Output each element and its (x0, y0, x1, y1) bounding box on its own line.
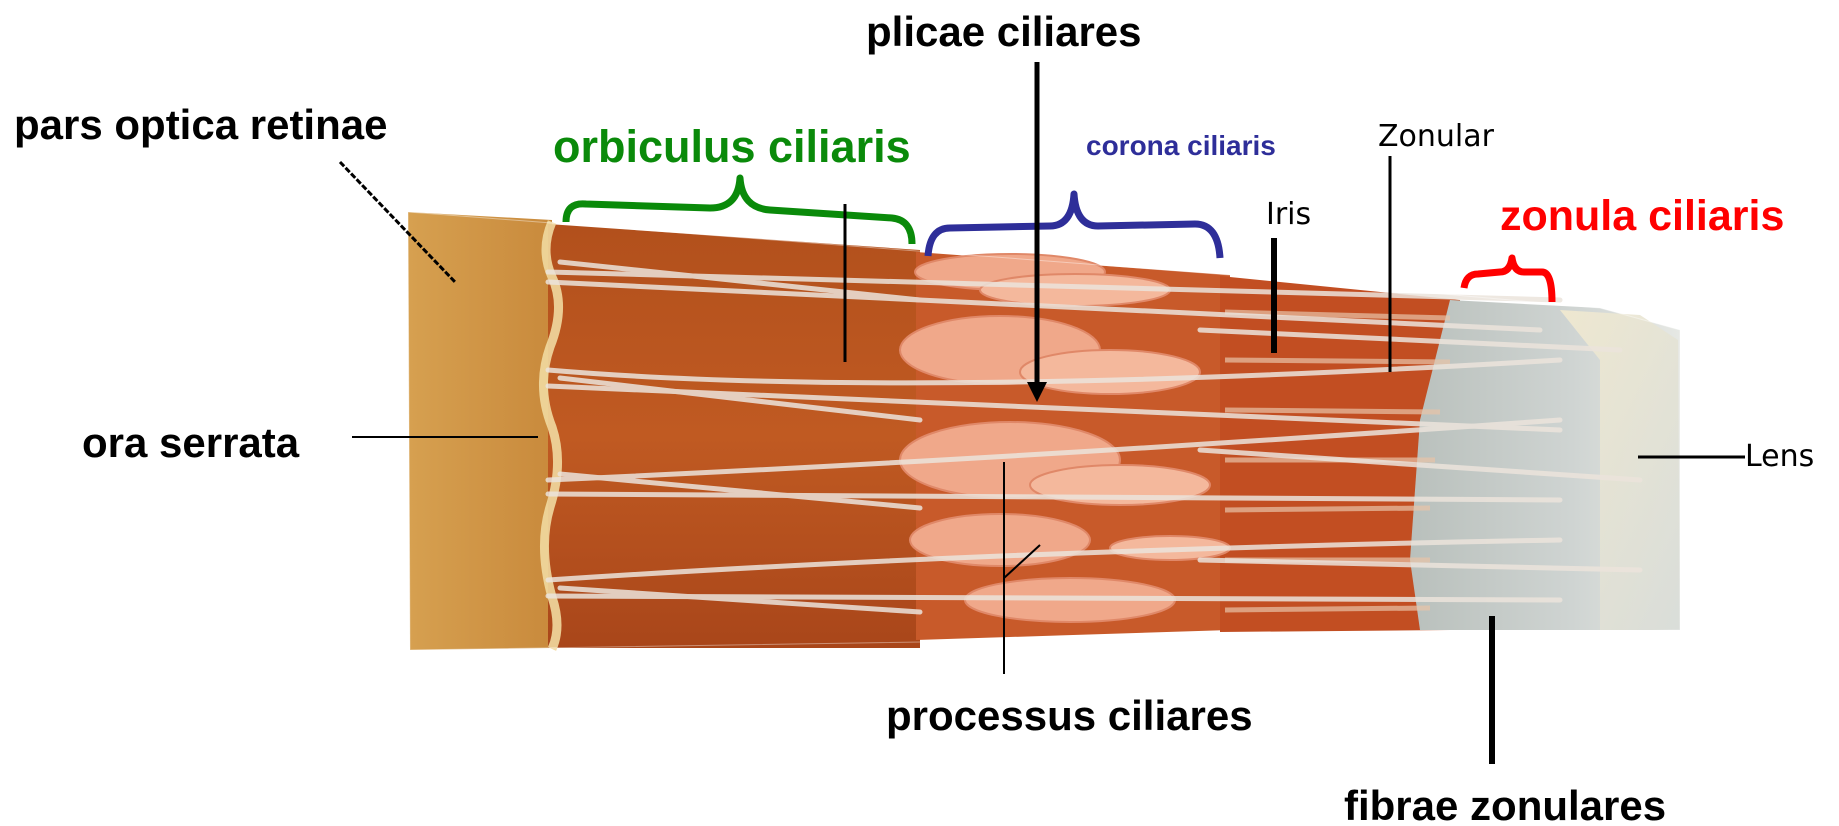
label-orbiculus-ciliaris: orbiculus ciliaris (553, 121, 911, 172)
label-corona-ciliaris: corona ciliaris (1086, 130, 1276, 161)
label-zonular: Zonular (1378, 119, 1495, 154)
label-fibrae-zonulares: fibrae zonulares (1344, 782, 1666, 826)
retina-region (408, 212, 552, 650)
label-processus-ciliares: processus ciliares (886, 692, 1253, 739)
label-pars-optica-retinae: pars optica retinae (14, 101, 387, 148)
tissue-strip (408, 212, 1680, 650)
label-lens: Lens (1745, 439, 1814, 474)
label-plicae-ciliares: plicae ciliares (866, 8, 1142, 55)
label-iris: Iris (1266, 197, 1311, 232)
label-ora-serrata: ora serrata (82, 419, 300, 466)
corona-ciliaris-bracket (928, 194, 1220, 258)
label-zonula-ciliaris: zonula ciliaris (1500, 192, 1784, 240)
orbiculus-region (548, 224, 920, 648)
